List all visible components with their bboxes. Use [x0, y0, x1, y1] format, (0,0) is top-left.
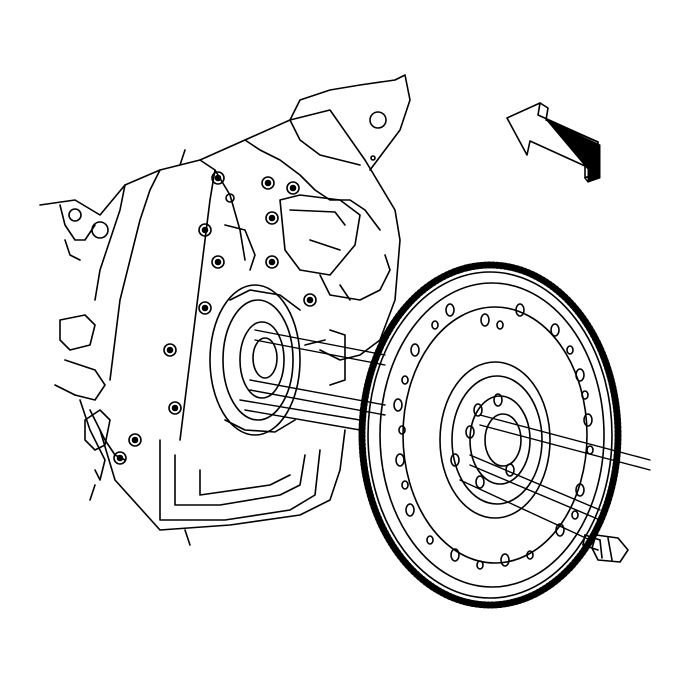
rear-main-seal-housing: [209, 284, 301, 436]
direction-arrow-icon: [506, 102, 601, 183]
ring-gear-inner: [379, 282, 605, 588]
ring-gear-outer: [367, 271, 613, 599]
flywheel-bolt-icon: [582, 534, 629, 563]
ring-gear-teeth: [358, 261, 622, 609]
flywheel: [358, 261, 622, 609]
block-outline: [39, 109, 401, 361]
block-top-edge: [289, 74, 411, 171]
block-bolts: [68, 111, 387, 447]
flywheel-holes: [393, 303, 594, 570]
flywheel-face: [402, 306, 588, 564]
engine-block: [39, 74, 411, 546]
oil-pan: [99, 429, 346, 531]
bolt-alignment-lines: [239, 329, 651, 541]
flywheel-hub-outer: [439, 361, 551, 519]
